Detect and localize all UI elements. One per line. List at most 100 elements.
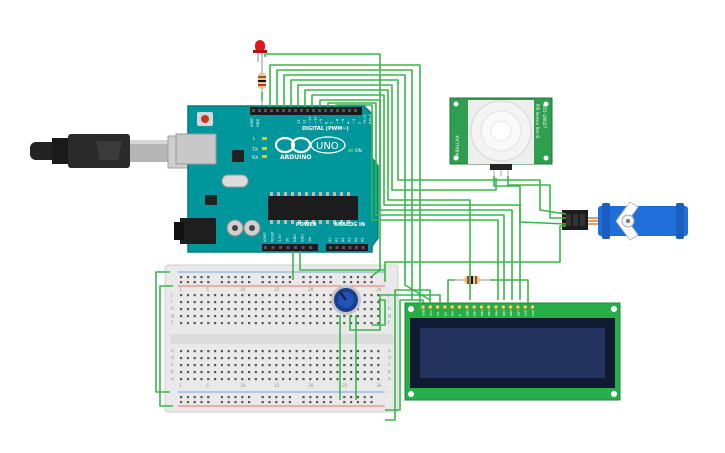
column-label: 30 <box>376 383 382 388</box>
pir-sensor[interactable]: PARALLAX 555-28027 PIR Sensor Rev B <box>449 97 553 176</box>
header-pin[interactable] <box>300 109 303 112</box>
power-label: POWER <box>296 222 317 228</box>
wire-d11 <box>276 69 413 300</box>
lcd-pin[interactable] <box>486 304 491 310</box>
row-label: i <box>171 299 172 305</box>
header-pin[interactable] <box>318 109 321 112</box>
header-pin[interactable] <box>282 109 285 112</box>
lcd-pin[interactable] <box>428 304 433 310</box>
header-pin[interactable] <box>264 109 267 112</box>
header-pin[interactable] <box>330 109 333 112</box>
analog-header[interactable] <box>326 244 368 251</box>
header-pin[interactable] <box>335 246 339 249</box>
header-pin[interactable] <box>309 246 312 249</box>
column-label: 30 <box>376 287 382 292</box>
column-label: 1 <box>179 287 182 292</box>
lcd-pin[interactable] <box>493 304 499 310</box>
column-label: 25 <box>342 383 348 388</box>
lcd-pin[interactable] <box>442 304 448 310</box>
row-label: d <box>388 355 391 361</box>
header-pin[interactable] <box>354 109 357 112</box>
l-label: L <box>253 136 256 142</box>
digital-pin-label: ~3 <box>352 119 356 124</box>
lcd-pin[interactable] <box>530 304 535 310</box>
header-pin[interactable] <box>271 246 275 249</box>
header-pin[interactable] <box>258 109 261 112</box>
row-label: h <box>388 306 391 312</box>
lcd-pin[interactable] <box>471 304 477 310</box>
lcd-pin-label: DB1 <box>473 310 477 316</box>
header-pin[interactable] <box>276 109 279 112</box>
header-pin[interactable] <box>342 109 345 112</box>
header-pin[interactable] <box>306 109 309 112</box>
column-label: 20 <box>308 287 314 292</box>
header-pin[interactable] <box>355 246 358 249</box>
lcd-pin[interactable] <box>508 304 513 310</box>
header-pin[interactable] <box>279 246 282 249</box>
header-pin[interactable] <box>329 246 332 249</box>
atmega-chip <box>268 196 358 220</box>
header-pin[interactable] <box>324 109 327 112</box>
lcd-pin-header[interactable] <box>420 304 535 310</box>
lcd-pin[interactable] <box>515 304 521 310</box>
header-pin[interactable] <box>294 246 297 249</box>
lcd-pin[interactable] <box>420 304 426 310</box>
lcd-pin[interactable] <box>464 304 470 310</box>
analog-pin-label: A3 <box>348 238 352 242</box>
row-label: b <box>388 369 391 375</box>
wire-rail-right <box>372 299 386 326</box>
header-pin[interactable] <box>336 109 339 112</box>
wire-rail-left-top <box>155 271 170 393</box>
lcd-pin-label: LED <box>524 309 528 316</box>
lcd-pin[interactable] <box>435 304 440 310</box>
lcd-pin[interactable] <box>522 304 528 310</box>
column-label: 5 <box>206 383 209 388</box>
lcd-pin-label: RS <box>443 312 447 316</box>
wires[interactable] <box>155 53 567 421</box>
lcd-pin[interactable] <box>501 304 506 310</box>
digital-pin-label: ~11 <box>308 116 312 124</box>
header-pin[interactable] <box>264 246 267 249</box>
wire-pot-vo <box>349 294 441 331</box>
wire-d9 <box>290 79 567 215</box>
lcd-pin-label: V0 <box>436 312 440 316</box>
lcd-resistor[interactable] <box>455 276 490 284</box>
header-pin[interactable] <box>361 246 365 249</box>
potentiometer[interactable] <box>331 285 361 315</box>
header-pin[interactable] <box>252 109 255 112</box>
analog-pin-label: A4 <box>354 238 358 242</box>
infinity-logo <box>274 136 312 154</box>
row-label: b <box>171 369 174 375</box>
power-pin-label: IOREF <box>263 232 267 242</box>
analog-pin-label: A2 <box>341 238 345 242</box>
lcd-pin[interactable] <box>457 304 462 310</box>
header-pin[interactable] <box>270 109 273 112</box>
row-label: c <box>388 363 391 368</box>
red-led[interactable] <box>253 40 267 62</box>
header-pin[interactable] <box>294 109 297 112</box>
lcd-pin[interactable] <box>479 304 484 310</box>
pir-side-top: PIR Sensor Rev B <box>535 104 540 138</box>
header-pin[interactable] <box>342 246 345 249</box>
lcd-pin[interactable] <box>449 304 455 310</box>
header-pin[interactable] <box>348 246 352 249</box>
digital-pin-label: ~6 <box>336 118 340 124</box>
power-header[interactable] <box>262 244 318 251</box>
lcd-pin-label: LED <box>531 309 535 316</box>
row-label: i <box>388 299 389 305</box>
header-pin[interactable] <box>301 246 305 249</box>
lcd-pin-label: GND <box>422 308 426 316</box>
wire-d12 <box>269 64 421 310</box>
wire-d4 <box>327 102 505 300</box>
header-pin[interactable] <box>286 246 290 249</box>
wire-servo-sig-rail <box>384 225 566 282</box>
header-pin[interactable] <box>288 109 291 112</box>
rx-label: RX <box>252 155 258 161</box>
servo-motor[interactable] <box>562 201 688 241</box>
header-pin[interactable] <box>312 109 315 112</box>
header-pin[interactable] <box>348 109 351 112</box>
arduino-board[interactable]: ARDUINO UNO DIGITAL (PWM~) POWER ANALOG … <box>174 105 379 253</box>
